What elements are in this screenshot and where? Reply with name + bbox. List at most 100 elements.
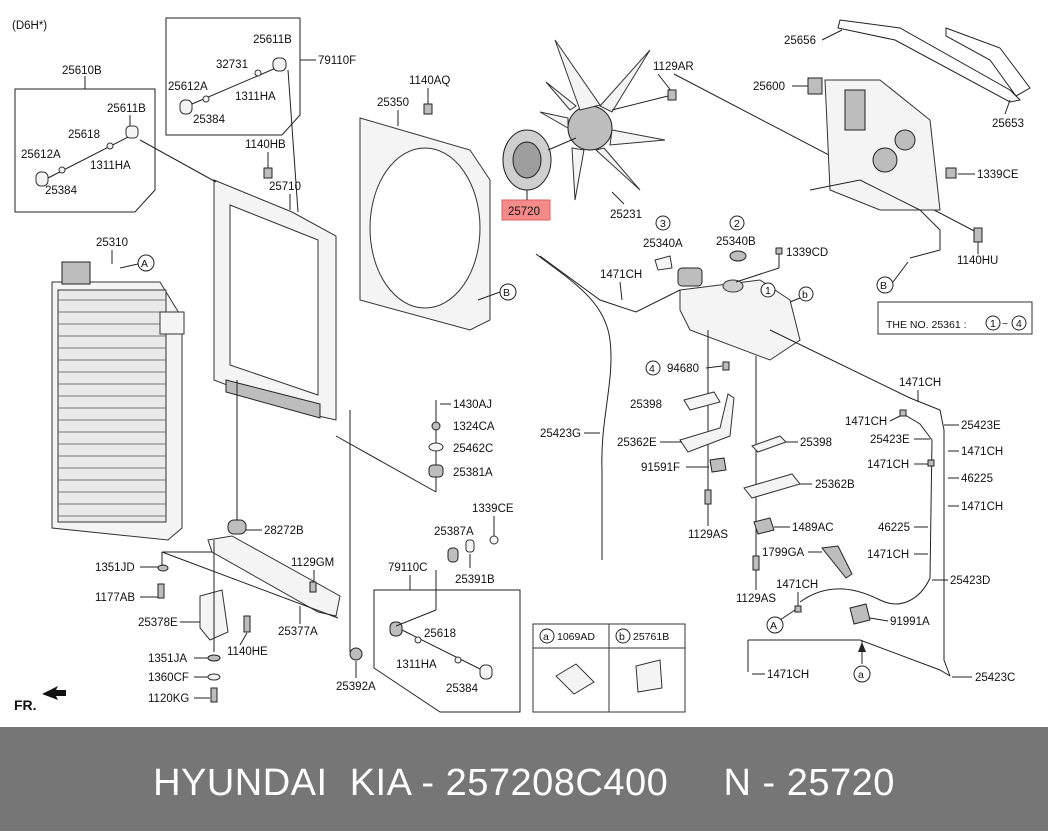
label-1799ga: 1799GA: [762, 547, 805, 559]
label-1471ch-f: 1471CH: [867, 459, 909, 471]
label-25392a: 25392A: [336, 681, 376, 693]
label-25310: 25310: [96, 237, 128, 249]
fan-shroud: [359, 117, 491, 331]
label-1471ch-d: 1471CH: [845, 416, 887, 428]
label-1311ha-c: 1311HA: [396, 659, 437, 671]
callout-b-bracket: [876, 276, 894, 294]
hose-25423e: [769, 329, 951, 677]
engine-code: (D6H*): [12, 20, 47, 32]
label-25423e-b: 25423E: [870, 434, 910, 446]
label-25384-c: 25384: [446, 683, 479, 695]
label-25362b: 25362B: [815, 479, 855, 491]
hose-kit-box-25610b: [14, 88, 156, 213]
cooling-fan: [539, 39, 666, 201]
fan-clutch-25720: [502, 129, 577, 191]
callout-1: 1: [765, 285, 771, 297]
label-46225-b: 46225: [878, 522, 910, 534]
label-46225-a: 46225: [961, 473, 993, 485]
callout-b-shroud-label: B: [503, 287, 510, 299]
label-1471ch-a: 1471CH: [600, 269, 642, 281]
label-1471ch-i: 1471CH: [767, 669, 809, 681]
legend-a-callout: a: [543, 631, 549, 643]
label-1471ch-b: 1471CH: [776, 579, 818, 591]
callout-b-small-tank: b: [802, 289, 808, 301]
label-25340b: 25340B: [716, 236, 756, 248]
label-1471ch-c: 1471CH: [899, 377, 941, 389]
label-1129as-a: 1129AS: [688, 529, 728, 541]
label-32731: 32731: [216, 59, 248, 71]
label-25656: 25656: [784, 35, 816, 47]
label-25423e-a: 25423E: [961, 420, 1001, 432]
label-79110f: 79110F: [318, 55, 356, 67]
label-25618-a: 25618: [68, 129, 100, 141]
legend-b-callout: b: [619, 631, 625, 643]
hose-kit-parts-b: [179, 57, 287, 115]
label-1324ca: 1324CA: [453, 421, 495, 433]
direction-label: FR.: [14, 697, 37, 713]
callout-b-shroud: [499, 283, 517, 301]
label-25612a-b: 25612A: [168, 81, 208, 93]
label-1471ch-e: 1471CH: [961, 446, 1003, 458]
label-25362e: 25362E: [617, 437, 657, 449]
label-25610b: 25610B: [62, 65, 102, 77]
label-1140he: 1140HE: [227, 646, 268, 658]
label-91991a: 91991A: [890, 616, 930, 628]
label-25384-b: 25384: [193, 114, 226, 126]
hose-kit-parts-a: [35, 125, 139, 187]
radiator-shroud-frame: [213, 179, 337, 421]
label-1430aj: 1430AJ: [453, 399, 492, 411]
label-1339ce-b: 1339CE: [472, 503, 514, 515]
label-1360cf: 1360CF: [148, 672, 189, 684]
label-1129gm: 1129GM: [291, 557, 334, 569]
label-25710: 25710: [269, 181, 301, 193]
reservoir-tank: [677, 267, 801, 361]
label-28272b: 28272B: [264, 525, 304, 537]
label-25381a: 25381A: [453, 467, 493, 479]
legend-a-sleeve: [555, 663, 595, 695]
label-25350: 25350: [377, 97, 409, 109]
callout-b-bracket-label: B: [880, 280, 887, 292]
label-1177ab: 1177AB: [95, 592, 135, 604]
note-range-end: 4: [1016, 318, 1022, 330]
label-25423c: 25423C: [975, 672, 1015, 684]
label-25377a: 25377A: [278, 626, 318, 638]
callout-a-hose: [853, 665, 871, 683]
label-1489ac: 1489AC: [792, 522, 834, 534]
label-1311ha-b: 1311HA: [235, 91, 276, 103]
fan-belt-bracket: [809, 19, 1031, 259]
hose-clamp-1799ga: [821, 545, 853, 579]
label-25398-b: 25398: [800, 437, 832, 449]
note-box: [877, 301, 1033, 335]
label-1311ha-a: 1311HA: [90, 160, 131, 172]
highlight-box-25720: [501, 199, 551, 221]
label-25611b-a: 25611B: [107, 103, 146, 115]
label-25378e: 25378E: [138, 617, 178, 629]
label-91591f: 91591F: [641, 462, 680, 474]
callout-3: 3: [660, 218, 666, 230]
label-25387a: 25387A: [434, 526, 474, 538]
label-25612a-a: 25612A: [21, 149, 61, 161]
legend-box: a 1069AD b 25761B: [532, 623, 686, 713]
label-94680: 94680: [667, 363, 699, 375]
hose-25423d: [799, 411, 933, 605]
label-25231: 25231: [610, 209, 642, 221]
label-1120kg: 1120KG: [148, 693, 189, 705]
hose-clamp-91991a: [849, 603, 871, 625]
label-79110c: 79110C: [388, 562, 427, 574]
label-1129ar: 1129AR: [653, 61, 694, 73]
hose-kit-box-79110c: [373, 589, 521, 713]
radiator-core: [51, 261, 185, 541]
front-arrow-icon: [42, 686, 66, 700]
label-25423g: 25423G: [540, 428, 581, 440]
note-range-tilde: ~: [1002, 318, 1008, 330]
label-1129as-b: 1129AS: [736, 593, 776, 605]
label-1339cd: 1339CD: [786, 247, 828, 259]
callout-2: 2: [734, 218, 740, 230]
label-25384-a: 25384: [45, 185, 78, 197]
label-25423d: 25423D: [950, 575, 990, 587]
callout-a-hose-label: a: [858, 669, 864, 681]
label-25611b-b: 25611B: [253, 34, 292, 46]
legend-b-pad: [635, 659, 663, 693]
callout-a-upper-label: A: [141, 258, 148, 270]
